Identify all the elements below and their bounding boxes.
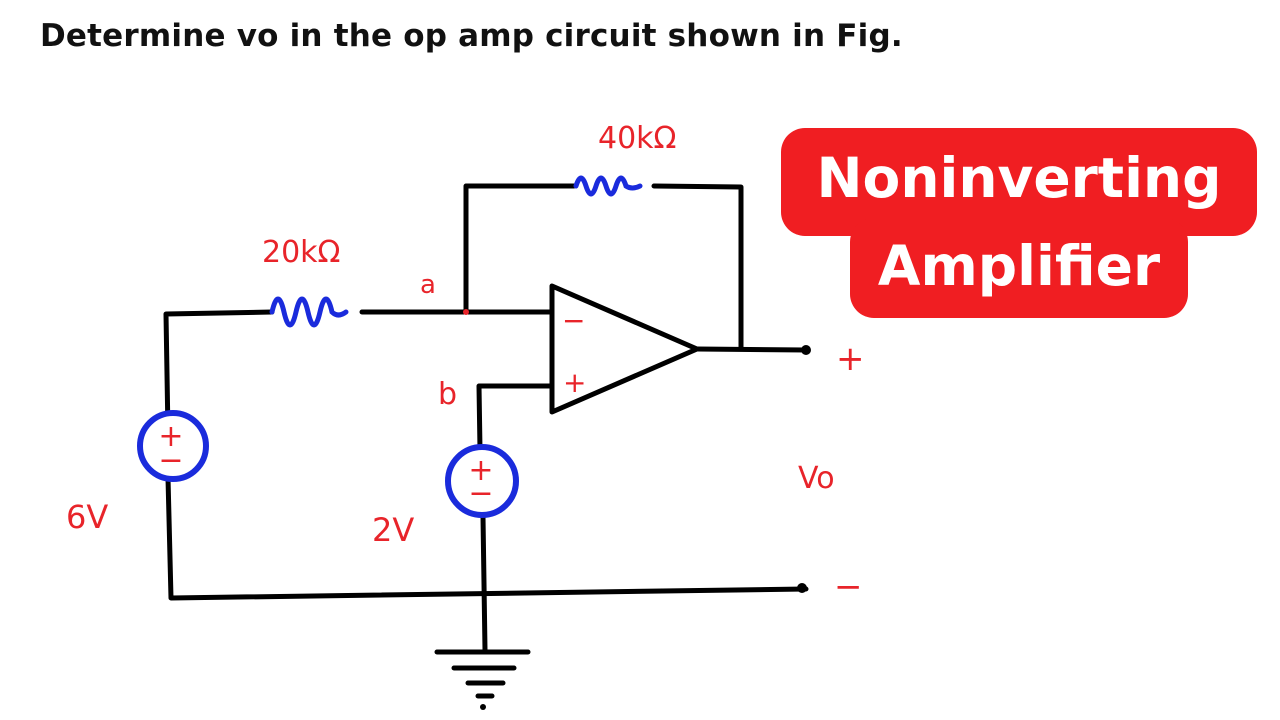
badge-title-line2: Amplifier [877, 234, 1161, 298]
opamp-inverting-sign: − [562, 304, 585, 337]
output-terminal-minus[interactable] [797, 583, 807, 593]
opamp-triangle [549, 283, 700, 415]
wire-left-top [163, 309, 275, 437]
source-6v-minus: − [158, 443, 183, 478]
label-2v: 2V [372, 511, 414, 549]
label-node-a: a [420, 270, 436, 300]
label-20k: 20kΩ [262, 235, 340, 270]
wire-output [694, 346, 809, 353]
label-vo: Vo [798, 461, 835, 496]
voltage-source-2v [445, 444, 519, 518]
label-40k: 40kΩ [598, 121, 676, 156]
resistor-40k [573, 175, 643, 197]
source-2v-plus: + [468, 453, 493, 488]
wire-b [476, 383, 555, 453]
wire-feedback-right [651, 183, 744, 352]
wire-left-bottom [165, 475, 809, 601]
source-6v-plus: + [158, 419, 183, 454]
output-terminal-plus[interactable] [801, 345, 811, 355]
output-plus-sign: + [836, 339, 865, 379]
ground-dot [480, 704, 486, 710]
question-text: Determine vo in the op amp circuit shown… [40, 18, 903, 54]
node-a-dot [463, 309, 469, 315]
opamp-noninverting-sign: + [563, 366, 586, 399]
output-minus-sign: − [834, 567, 863, 607]
wire-feedback-left [463, 183, 577, 315]
resistor-20k [269, 296, 349, 328]
badge-title-line1: Noninverting [816, 146, 1222, 210]
wire-2v-down [480, 514, 488, 653]
label-6v: 6V [66, 498, 108, 536]
badge-background-bottom [850, 218, 1188, 318]
source-2v-minus: − [468, 476, 493, 511]
wires [163, 183, 809, 699]
voltage-source-6v [137, 410, 209, 482]
label-node-b: b [438, 377, 457, 412]
